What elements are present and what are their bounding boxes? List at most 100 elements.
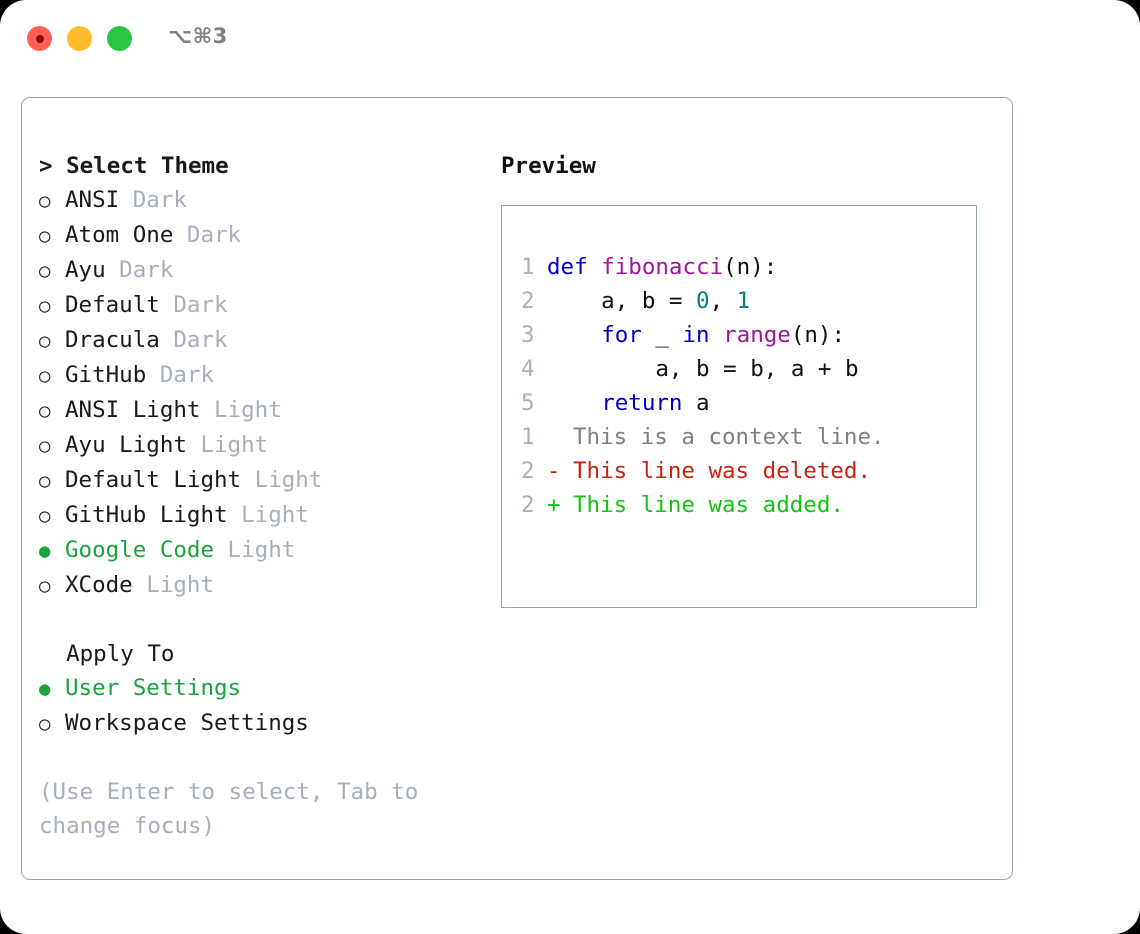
diff-marker: + <box>547 492 561 518</box>
apply-to-title: Apply To <box>66 641 175 667</box>
radio-unselected-icon: ○ <box>39 400 51 422</box>
theme-variant: Dark <box>159 292 228 318</box>
list-spacer <box>39 603 479 637</box>
theme-list-item[interactable]: ○ Default Light Light <box>39 463 479 498</box>
line-number: 3 <box>521 322 535 348</box>
hint-line-1: (Use Enter to select, Tab to <box>39 779 419 805</box>
theme-picker-column: > Select Theme ○ANSI Dark○Atom One Dark○… <box>39 149 479 843</box>
theme-list-item[interactable]: ○ ANSI Light Light <box>39 393 479 428</box>
theme-variant: Dark <box>159 327 228 353</box>
theme-list-item[interactable]: ○ Dracula Dark <box>39 323 479 358</box>
radio-unselected-icon: ○ <box>39 435 51 457</box>
code-token <box>547 390 601 416</box>
select-theme-heading: > Select Theme <box>39 149 479 183</box>
code-line: 1 def fibonacci(n): <box>521 250 859 284</box>
apply-to-list: ●User Settings ○ Workspace Settings <box>39 671 479 741</box>
theme-variant: Dark <box>146 362 215 388</box>
theme-name: Dracula <box>65 327 160 353</box>
apply-to-item[interactable]: ○ Workspace Settings <box>39 706 479 741</box>
theme-name: Google Code <box>65 537 215 563</box>
radio-unselected-icon: ○ <box>39 470 51 492</box>
theme-name: Ayu Light <box>65 432 187 458</box>
theme-name: Default <box>65 292 160 318</box>
radio-selected-icon: ● <box>39 540 51 562</box>
code-token <box>710 322 724 348</box>
diff-line: 2+This line was added. <box>521 488 885 522</box>
theme-name: Default Light <box>65 467 242 493</box>
code-text: a, b = b, a + b <box>547 352 859 386</box>
maximize-window-button[interactable] <box>107 26 132 51</box>
diff-line: 2-This line was deleted. <box>521 454 885 488</box>
keyboard-hint: (Use Enter to select, Tab to change focu… <box>39 775 449 843</box>
apply-to-label: Workspace Settings <box>65 710 309 736</box>
code-text: return a <box>547 386 710 420</box>
theme-name: GitHub Light <box>65 502 228 528</box>
theme-list-item[interactable]: ○ Default Dark <box>39 288 479 323</box>
title-bar: ⌥⌘3 <box>0 0 1140 76</box>
radio-unselected-icon: ○ <box>39 713 51 735</box>
theme-list-item[interactable]: ○GitHub Dark <box>39 358 479 393</box>
diff-line: 1 This is a context line. <box>521 420 885 454</box>
code-token: (n): <box>723 254 778 280</box>
theme-name: Ayu <box>65 257 106 283</box>
code-token: 0 <box>696 288 710 314</box>
theme-variant: Light <box>186 432 269 458</box>
code-token: a <box>682 390 710 416</box>
theme-name: GitHub <box>65 362 147 388</box>
code-line: 2 a, b = 0, 1 <box>521 284 859 318</box>
theme-variant: Dark <box>173 222 242 248</box>
theme-name: Atom One <box>65 222 174 248</box>
apply-to-heading: Apply To <box>39 637 479 671</box>
apply-to-item[interactable]: ●User Settings <box>39 671 479 706</box>
keyboard-shortcut-label: ⌥⌘3 <box>168 24 228 48</box>
preview-heading: Preview <box>501 153 596 179</box>
theme-variant: Light <box>227 502 309 528</box>
radio-unselected-icon: ○ <box>39 260 51 282</box>
code-text: a, b = 0, 1 <box>547 284 750 318</box>
code-token: return <box>601 390 683 416</box>
line-number: 1 <box>521 254 535 280</box>
radio-selected-icon: ● <box>39 678 51 700</box>
code-token: fibonacci <box>601 254 724 280</box>
theme-name: XCode <box>65 572 133 598</box>
code-token: def <box>547 254 602 280</box>
code-line: 5 return a <box>521 386 859 420</box>
theme-list-item[interactable]: ●Google Code Light <box>39 533 479 568</box>
close-icon <box>35 34 44 43</box>
theme-name: ANSI Light <box>65 397 201 423</box>
theme-variant: Light <box>132 572 215 598</box>
radio-unselected-icon: ○ <box>39 575 51 597</box>
radio-unselected-icon: ○ <box>39 225 51 247</box>
theme-list-item[interactable]: ○Ayu Dark <box>39 253 479 288</box>
code-line: 3 for _ in range(n): <box>521 318 859 352</box>
radio-unselected-icon: ○ <box>39 330 51 352</box>
diff-marker: - <box>547 458 561 484</box>
theme-list-item[interactable]: ○ Atom One Dark <box>39 218 479 253</box>
line-number: 4 <box>521 356 535 382</box>
theme-list: ○ANSI Dark ○ Atom One Dark ○ Ayu Dark ○ Defaul… <box>39 183 479 603</box>
code-token: a, b = <box>547 288 697 314</box>
minimize-window-button[interactable] <box>67 26 92 51</box>
theme-variant: Light <box>200 397 282 423</box>
theme-variant: Light <box>241 467 323 493</box>
theme-list-item[interactable]: ○GitHub Light Light <box>39 498 479 533</box>
code-token: for <box>601 322 642 348</box>
traffic-lights <box>27 26 132 51</box>
radio-unselected-icon: ○ <box>39 295 51 317</box>
code-token: , <box>709 288 737 314</box>
theme-list-item[interactable]: ○ Ayu Light Light <box>39 428 479 463</box>
theme-list-item[interactable]: ○ XCode Light <box>39 568 479 603</box>
code-token: range <box>723 322 791 348</box>
close-window-button[interactable] <box>27 26 52 51</box>
line-number: 5 <box>521 390 535 416</box>
theme-variant: Dark <box>119 187 187 213</box>
line-number: 2 <box>521 288 535 314</box>
main-panel: > Select Theme ○ANSI Dark○Atom One Dark○… <box>21 97 1013 880</box>
theme-list-item[interactable]: ○ANSI Dark <box>39 183 479 218</box>
code-text: for _ in range(n): <box>547 318 845 352</box>
code-token: a, b = b, a + b <box>547 356 859 382</box>
